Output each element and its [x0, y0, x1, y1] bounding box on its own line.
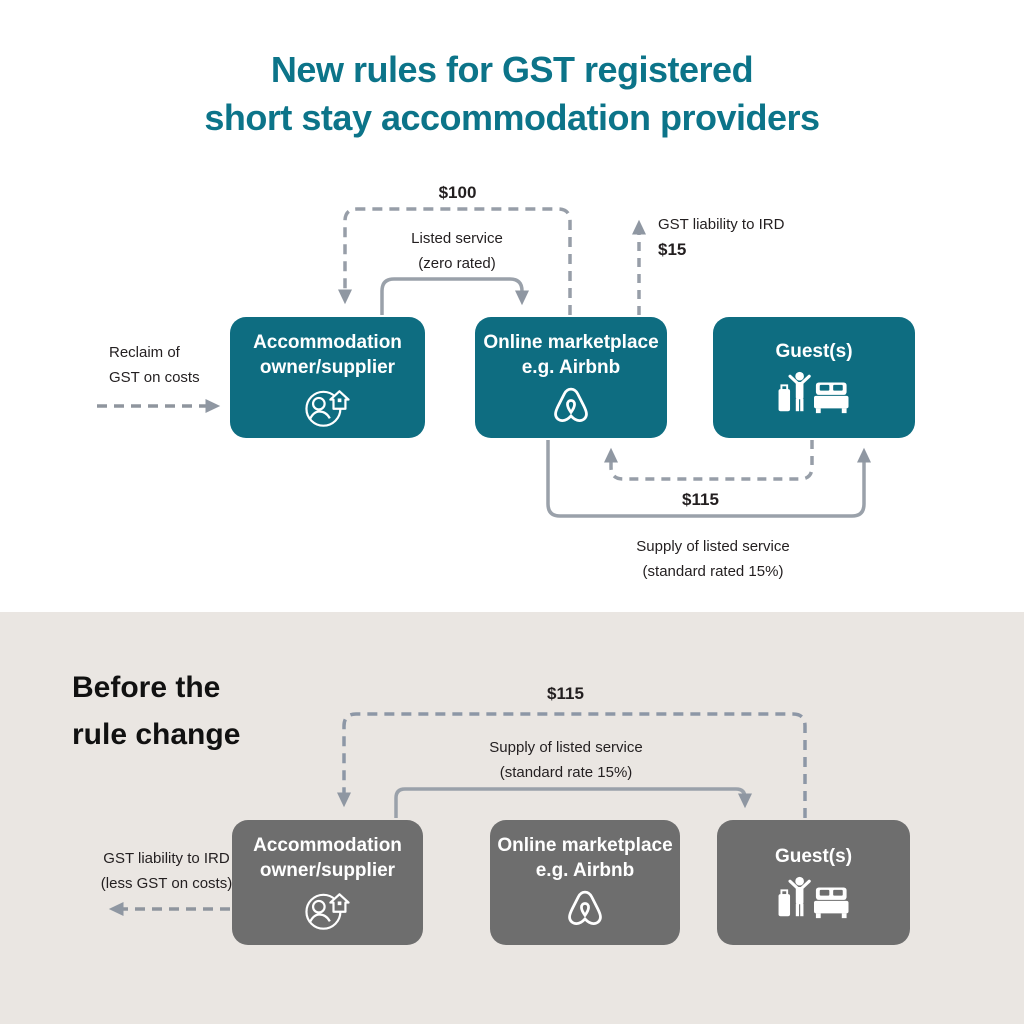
- label-supply-top-line2: (standard rated 15%): [642, 563, 784, 580]
- label-listed-service: Listed service (zero rated): [377, 226, 537, 276]
- box-accommodation-owner-before-label: Accommodation owner/supplier: [253, 833, 402, 883]
- label-supply-bottom-line2: (standard rate 15%): [499, 764, 633, 781]
- label-listed-service-line2: (zero rated): [418, 255, 496, 272]
- box-guests: Guest(s): [713, 317, 915, 438]
- label-payment-115-top: $115: [682, 490, 719, 509]
- page-title-line2: short stay accommodation providers: [204, 97, 820, 138]
- box-accommodation-owner-before-line2: owner/supplier: [259, 860, 396, 881]
- box-online-marketplace-line2: e.g. Airbnb: [521, 357, 621, 378]
- airbnb-belo-icon: [554, 387, 588, 422]
- label-gst-liability-bottom-line2: (less GST on costs): [100, 875, 233, 892]
- label-supply-bottom: Supply of listed service (standard rate …: [461, 735, 671, 785]
- box-online-marketplace-before-line2: e.g. Airbnb: [535, 860, 635, 881]
- before-heading-line2: rule change: [72, 718, 241, 751]
- box-online-marketplace-line1: Online marketplace: [483, 332, 659, 353]
- box-online-marketplace-before-line1: Online marketplace: [497, 835, 673, 856]
- box-accommodation-owner: Accommodation owner/supplier: [230, 317, 425, 438]
- arrow-payment-115-guest-to-marketplace: [604, 440, 814, 481]
- guest-luggage-bed-icon: [778, 371, 849, 414]
- before-rule-panel: [0, 612, 1024, 1024]
- box-online-marketplace-label: Online marketplace e.g. Airbnb: [483, 330, 658, 380]
- box-accommodation-owner-line2: owner/supplier: [259, 357, 396, 378]
- label-supply-bottom-line1: Supply of listed service: [489, 739, 643, 756]
- label-gst-liability-line1: GST liability to IRD: [658, 216, 785, 233]
- box-online-marketplace-before: Online marketplace e.g. Airbnb: [490, 820, 680, 945]
- box-accommodation-owner-line1: Accommodation: [253, 332, 402, 353]
- label-supply-top: Supply of listed service (standard rated…: [608, 534, 818, 584]
- label-gst-liability: GST liability to IRD $15: [658, 212, 838, 262]
- box-accommodation-owner-before-line1: Accommodation: [253, 835, 402, 856]
- before-heading-line1: Before the: [72, 671, 221, 704]
- owner-house-icon: [304, 893, 350, 930]
- box-guests-before-label: Guest(s): [775, 844, 852, 869]
- label-reclaim-line1: Reclaim of: [109, 344, 180, 361]
- box-guests-label: Guest(s): [775, 339, 852, 364]
- box-guests-before-line1: Guest(s): [774, 846, 853, 867]
- label-payment-115-bottom: $115: [547, 684, 584, 703]
- label-reclaim: Reclaim of GST on costs: [109, 340, 239, 390]
- label-gst-liability-bottom: GST liability to IRD (less GST on costs): [94, 846, 239, 896]
- box-online-marketplace: Online marketplace e.g. Airbnb: [475, 317, 667, 438]
- arrow-listed-service-owner-to-marketplace: [380, 277, 529, 315]
- guest-luggage-bed-icon: [778, 876, 848, 919]
- label-payment-100: $100: [438, 183, 477, 202]
- label-reclaim-line2: GST on costs: [109, 369, 200, 386]
- label-supply-top-line1: Supply of listed service: [636, 538, 790, 555]
- owner-house-icon: [304, 390, 350, 427]
- before-heading: Before the rule change: [72, 664, 240, 758]
- airbnb-belo-icon: [568, 890, 602, 925]
- box-online-marketplace-before-label: Online marketplace e.g. Airbnb: [497, 833, 672, 883]
- box-guests-before: Guest(s): [717, 820, 910, 945]
- label-gst-liability-amount: $15: [658, 240, 687, 259]
- label-gst-liability-bottom-line1: GST liability to IRD: [103, 850, 230, 867]
- page-title: New rules for GST registered short stay …: [0, 46, 1024, 142]
- page-title-line1: New rules for GST registered: [270, 49, 754, 90]
- box-accommodation-owner-label: Accommodation owner/supplier: [253, 330, 402, 380]
- label-listed-service-line1: Listed service: [411, 230, 503, 247]
- box-guests-line1: Guest(s): [775, 341, 853, 362]
- box-accommodation-owner-before: Accommodation owner/supplier: [232, 820, 423, 945]
